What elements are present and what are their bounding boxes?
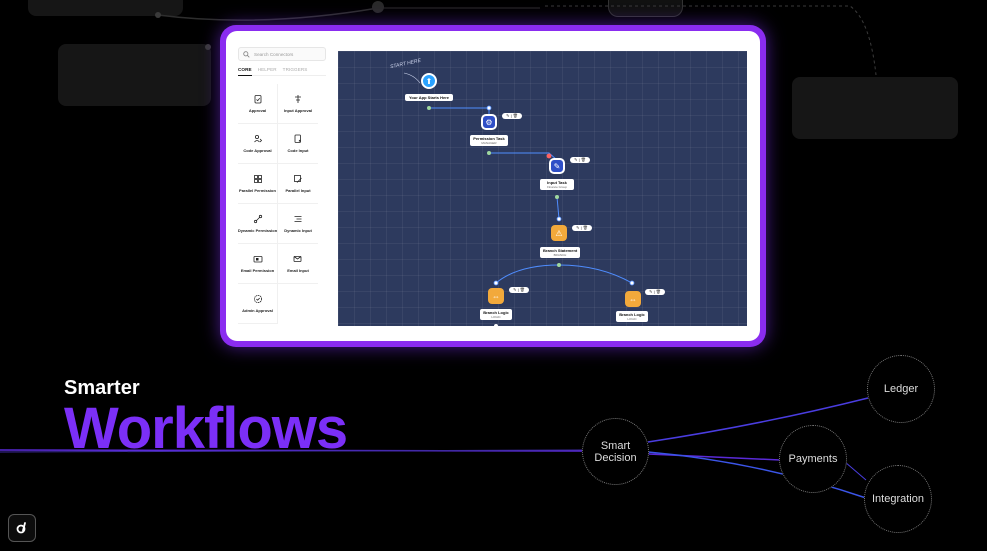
connector-grid: Approval Input Approval Code Approval Co… xyxy=(238,84,326,324)
hero-subtitle: Smarter xyxy=(64,377,140,399)
start-node[interactable]: Your App Starts Here xyxy=(405,94,453,101)
permission-node-icon[interactable]: ⚙ xyxy=(481,114,497,130)
connector-label: Email Permission xyxy=(240,268,275,273)
tab-helper[interactable]: HELPER xyxy=(257,67,277,72)
branch-left-node-sub: LOGIC xyxy=(491,315,501,319)
connector-label: Admin Approval xyxy=(242,308,273,313)
parallel-edit-icon xyxy=(294,175,302,183)
bubble-smart-decision: Smart Decision xyxy=(582,418,649,485)
workflow-canvas[interactable]: START HERE ⬆ Your App Starts Here ⚙ ✎ | … xyxy=(338,51,747,326)
bg-ghost-card-right xyxy=(792,77,958,139)
brand-logo-icon xyxy=(16,522,26,534)
app-screenshot-frame: Search Connectors CORE HELPER TRIGGERS A… xyxy=(220,25,766,347)
tab-triggers[interactable]: TRIGGERS xyxy=(282,67,308,72)
connector-email-permission[interactable]: Email Permission xyxy=(238,244,278,284)
connector-label: Parallel Permission xyxy=(239,188,276,193)
branch-node-tools[interactable]: ✎ | 🗑 xyxy=(572,225,592,231)
connector-label: Parallel Input xyxy=(285,188,311,193)
connector-dynamic-permission[interactable]: Dynamic Permission xyxy=(238,204,278,244)
connector-label: Email Input xyxy=(287,268,309,273)
connector-label: Dynamic Input xyxy=(284,228,312,233)
workflow-builder-app: Search Connectors CORE HELPER TRIGGERS A… xyxy=(226,31,760,341)
branch-left-node-title: Branch Logic xyxy=(483,310,509,315)
connector-label: Input Approval xyxy=(283,108,313,113)
branch-right-node-title: Branch Logic xyxy=(619,312,645,317)
branch-node-title: Branch Statement xyxy=(543,248,578,253)
flow-connector-lines xyxy=(403,72,635,326)
permission-node-tools[interactable]: ✎ | 🗑 xyxy=(502,113,522,119)
branch-node[interactable]: Branch Statement BRANCH xyxy=(540,247,580,258)
parallel-icon xyxy=(253,175,262,183)
dynamic-icon xyxy=(253,214,262,224)
bubble-ledger: Ledger xyxy=(867,355,935,423)
branch-right-node[interactable]: Branch Logic LOGIC xyxy=(616,311,648,322)
connector-code-input[interactable]: Code Input xyxy=(278,124,318,164)
branch-right-node-icon[interactable]: ⇔ xyxy=(625,291,641,307)
connector-sidebar: Search Connectors CORE HELPER TRIGGERS A… xyxy=(238,47,326,324)
bubble-smart-decision-label: Smart Decision xyxy=(594,439,637,464)
connector-label: Code Input xyxy=(287,148,309,153)
bubble-payments: Payments xyxy=(779,425,847,493)
connector-code-approval[interactable]: Code Approval xyxy=(238,124,278,164)
bubble-payments-label: Payments xyxy=(788,453,838,465)
start-node-title: Your App Starts Here xyxy=(408,95,449,100)
connector-parallel-permission[interactable]: Parallel Permission xyxy=(238,164,278,204)
input-node-tools[interactable]: ✎ | 🗑 xyxy=(570,157,590,163)
permission-node-sub: MANAGER xyxy=(481,141,497,145)
input-node-sub: Finance Group xyxy=(547,185,567,189)
branch-icon xyxy=(295,95,301,103)
branch-node-icon[interactable]: ⚠ xyxy=(551,225,567,241)
bg-ghost-pill-top xyxy=(608,0,683,17)
branch-node-sub: BRANCH xyxy=(553,253,567,257)
brand-logo[interactable] xyxy=(8,514,36,542)
input-node-icon[interactable]: ✎ xyxy=(549,158,565,174)
hero-title: Workflows xyxy=(64,396,348,461)
code-user-icon xyxy=(253,134,262,143)
clipboard-check-icon xyxy=(254,95,261,104)
admin-check-icon xyxy=(253,295,262,303)
branch-left-node-tools[interactable]: ✎ | 🗑 xyxy=(509,287,529,293)
connector-dynamic-input[interactable]: Dynamic Input xyxy=(278,204,318,244)
code-doc-icon xyxy=(294,134,301,143)
connector-tabs: CORE HELPER TRIGGERS xyxy=(238,67,326,76)
connector-label: Approval xyxy=(248,108,267,113)
connector-approval[interactable]: Approval xyxy=(238,84,278,124)
branch-left-node-icon[interactable]: ⇔ xyxy=(488,288,504,304)
connector-search-input[interactable]: Search Connectors xyxy=(238,47,326,61)
tab-core[interactable]: CORE xyxy=(238,67,252,76)
input-node[interactable]: Input Task Finance Group xyxy=(540,179,574,190)
email-icon xyxy=(253,256,262,263)
permission-node[interactable]: Permission Task MANAGER xyxy=(470,135,508,146)
list-icon xyxy=(294,216,302,222)
search-placeholder: Search Connectors xyxy=(254,51,294,57)
bg-ghost-card-left xyxy=(58,44,211,106)
bubble-integration: Integration xyxy=(864,465,932,533)
search-icon xyxy=(243,50,250,58)
connector-input-approval[interactable]: Input Approval xyxy=(278,84,318,124)
input-node-title: Input Task xyxy=(547,180,567,185)
connector-parallel-input[interactable]: Parallel Input xyxy=(278,164,318,204)
connector-email-input[interactable]: Email Input xyxy=(278,244,318,284)
bubble-integration-label: Integration xyxy=(872,493,924,505)
branch-right-node-tools[interactable]: ✎ | 🗑 xyxy=(645,289,665,295)
start-node-icon[interactable]: ⬆ xyxy=(421,73,437,89)
email-edit-icon xyxy=(293,256,302,262)
connector-label: Dynamic Permission xyxy=(237,228,278,233)
bg-ghost-card-top xyxy=(28,0,183,16)
branch-right-node-sub: LOGIC xyxy=(627,317,637,321)
connector-admin-approval[interactable]: Admin Approval xyxy=(238,284,278,324)
bubble-ledger-label: Ledger xyxy=(883,383,919,395)
branch-left-node[interactable]: Branch Logic LOGIC xyxy=(480,309,512,320)
connector-label: Code Approval xyxy=(243,148,272,153)
permission-node-title: Permission Task xyxy=(473,136,505,141)
